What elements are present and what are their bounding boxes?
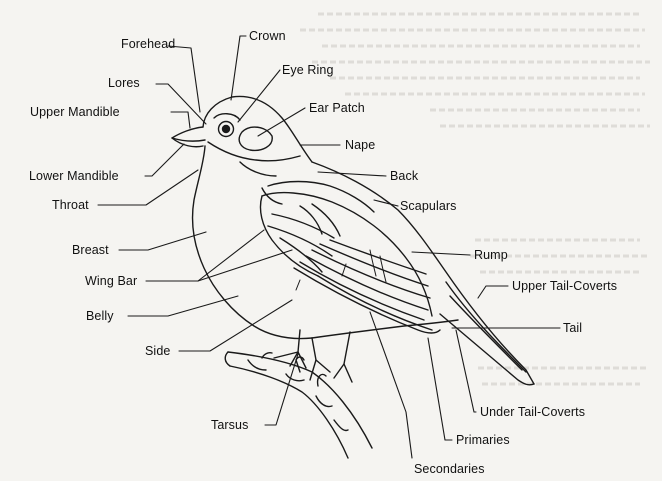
label-tail: Tail: [563, 321, 582, 335]
label-back: Back: [390, 169, 418, 183]
label-throat: Throat: [52, 198, 89, 212]
label-tarsus: Tarsus: [211, 418, 248, 432]
branch: [225, 352, 372, 458]
label-wing-bar: Wing Bar: [85, 274, 137, 288]
label-under-tail-coverts: Under Tail-Coverts: [480, 405, 585, 419]
label-upper-tail-coverts: Upper Tail-Coverts: [512, 279, 617, 293]
label-secondaries: Secondaries: [414, 462, 485, 476]
label-nape: Nape: [345, 138, 375, 152]
label-primaries: Primaries: [456, 433, 510, 447]
leader-lines: [98, 36, 560, 458]
label-crown: Crown: [249, 29, 286, 43]
label-ear-patch: Ear Patch: [309, 101, 365, 115]
label-scapulars: Scapulars: [400, 199, 457, 213]
label-upper-mandible: Upper Mandible: [30, 105, 120, 119]
label-forehead: Forehead: [121, 37, 175, 51]
bird-wing: [260, 193, 440, 333]
label-belly: Belly: [86, 309, 114, 323]
label-lores: Lores: [108, 76, 140, 90]
label-rump: Rump: [474, 248, 508, 262]
label-lower-mandible: Lower Mandible: [29, 169, 119, 183]
label-breast: Breast: [72, 243, 109, 257]
label-side: Side: [145, 344, 170, 358]
label-eye-ring: Eye Ring: [282, 63, 334, 77]
